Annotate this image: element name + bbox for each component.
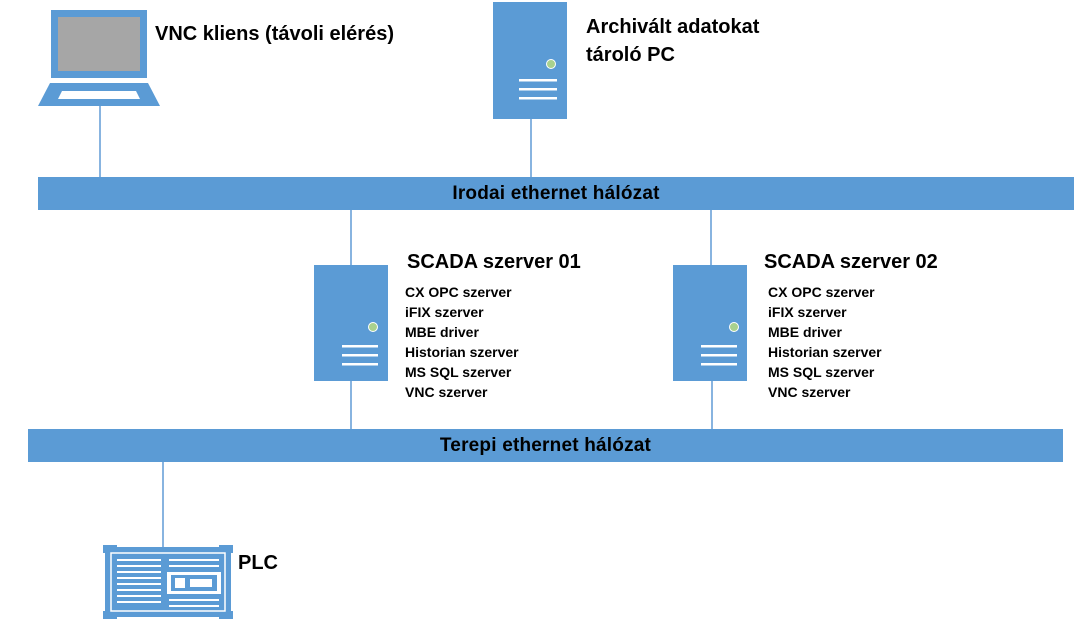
scada-01-services: CX OPC szerver iFIX szerver MBE driver H… bbox=[405, 282, 519, 402]
scada-01-service: Historian szerver bbox=[405, 344, 519, 360]
scada-02-service: Historian szerver bbox=[768, 344, 882, 360]
scada-02-service: CX OPC szerver bbox=[768, 284, 875, 300]
scada-02-service: MS SQL szerver bbox=[768, 364, 875, 380]
office-network-label: Irodai ethernet hálózat bbox=[452, 182, 660, 204]
office-network-bus: Irodai ethernet hálózat bbox=[38, 177, 1074, 210]
plc-label: PLC bbox=[238, 552, 278, 574]
connector-office-scada01 bbox=[350, 210, 352, 266]
scada-02-service: MBE driver bbox=[768, 324, 842, 340]
laptop-icon bbox=[38, 10, 160, 106]
connector-laptop-office bbox=[99, 105, 101, 177]
field-network-label: Terepi ethernet hálózat bbox=[439, 434, 652, 456]
scada-02-server-icon bbox=[673, 265, 747, 381]
archive-pc-server-icon bbox=[493, 2, 567, 119]
connector-field-plc bbox=[162, 462, 164, 547]
connector-archive-office bbox=[530, 118, 532, 177]
connector-scada01-field bbox=[350, 380, 352, 429]
field-network-bus: Terepi ethernet hálózat bbox=[28, 429, 1063, 462]
connector-scada02-field bbox=[711, 380, 713, 429]
scada-02-service: VNC szerver bbox=[768, 384, 851, 400]
scada-01-title: SCADA szerver 01 bbox=[407, 251, 581, 273]
scada-01-service: CX OPC szerver bbox=[405, 284, 512, 300]
scada-01-service: iFIX szerver bbox=[405, 304, 484, 320]
scada-01-service: MBE driver bbox=[405, 324, 479, 340]
scada-02-service: iFIX szerver bbox=[768, 304, 847, 320]
vnc-client-label: VNC kliens (távoli elérés) bbox=[155, 23, 394, 45]
scada-01-server-icon bbox=[314, 265, 388, 381]
plc-icon bbox=[103, 545, 233, 619]
archive-pc-label-line1: Archivált adatokat bbox=[586, 16, 760, 38]
scada-02-services: CX OPC szerver iFIX szerver MBE driver H… bbox=[768, 282, 882, 402]
archive-pc-label-line2: tároló PC bbox=[586, 44, 675, 66]
connector-office-scada02 bbox=[710, 210, 712, 266]
scada-01-service: VNC szerver bbox=[405, 384, 488, 400]
scada-02-title: SCADA szerver 02 bbox=[764, 251, 938, 273]
scada-01-service: MS SQL szerver bbox=[405, 364, 512, 380]
